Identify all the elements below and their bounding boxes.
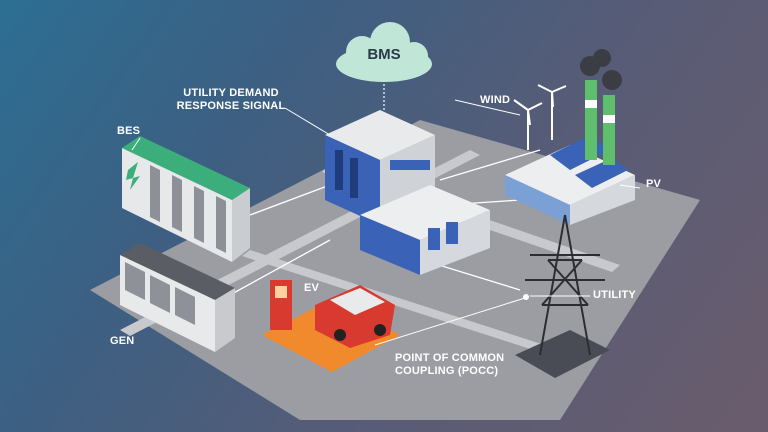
utility-tower-icon [515,214,610,378]
chimney-icon [585,80,615,165]
bes-label: BES [117,125,141,137]
office-building-icon [360,185,490,275]
ev-label: EV [304,282,320,294]
factory-pv-icon [505,49,635,225]
label-leader-lines [131,99,641,346]
pocc-line1: POINT OF COMMON [395,352,505,364]
smoke-icon [580,49,622,90]
utility-demand-response-signal-label: UTILITY DEMAND RESPONSE SIGNAL [176,87,286,113]
generator-icon [120,243,235,352]
pv-label: PV [646,178,662,190]
utility-signal-line2: RESPONSE SIGNAL [176,100,286,112]
bms-label: BMS [367,46,401,63]
utility-signal-line1: UTILITY DEMAND [183,87,279,99]
bes-battery-icon [122,136,250,262]
wind-label: WIND [480,94,511,106]
pocc-label: POINT OF COMMON COUPLING (POCC) [395,352,504,378]
utility-label: UTILITY [593,289,636,301]
gen-label: GEN [110,335,135,347]
pocc-line2: COUPLING (POCC) [395,365,499,377]
bms-cloud-icon [336,22,432,82]
pocc-point [523,294,529,300]
ev-station-icon [262,280,400,372]
ev-car-icon [315,285,395,348]
wind-turbine-icon [513,84,567,150]
